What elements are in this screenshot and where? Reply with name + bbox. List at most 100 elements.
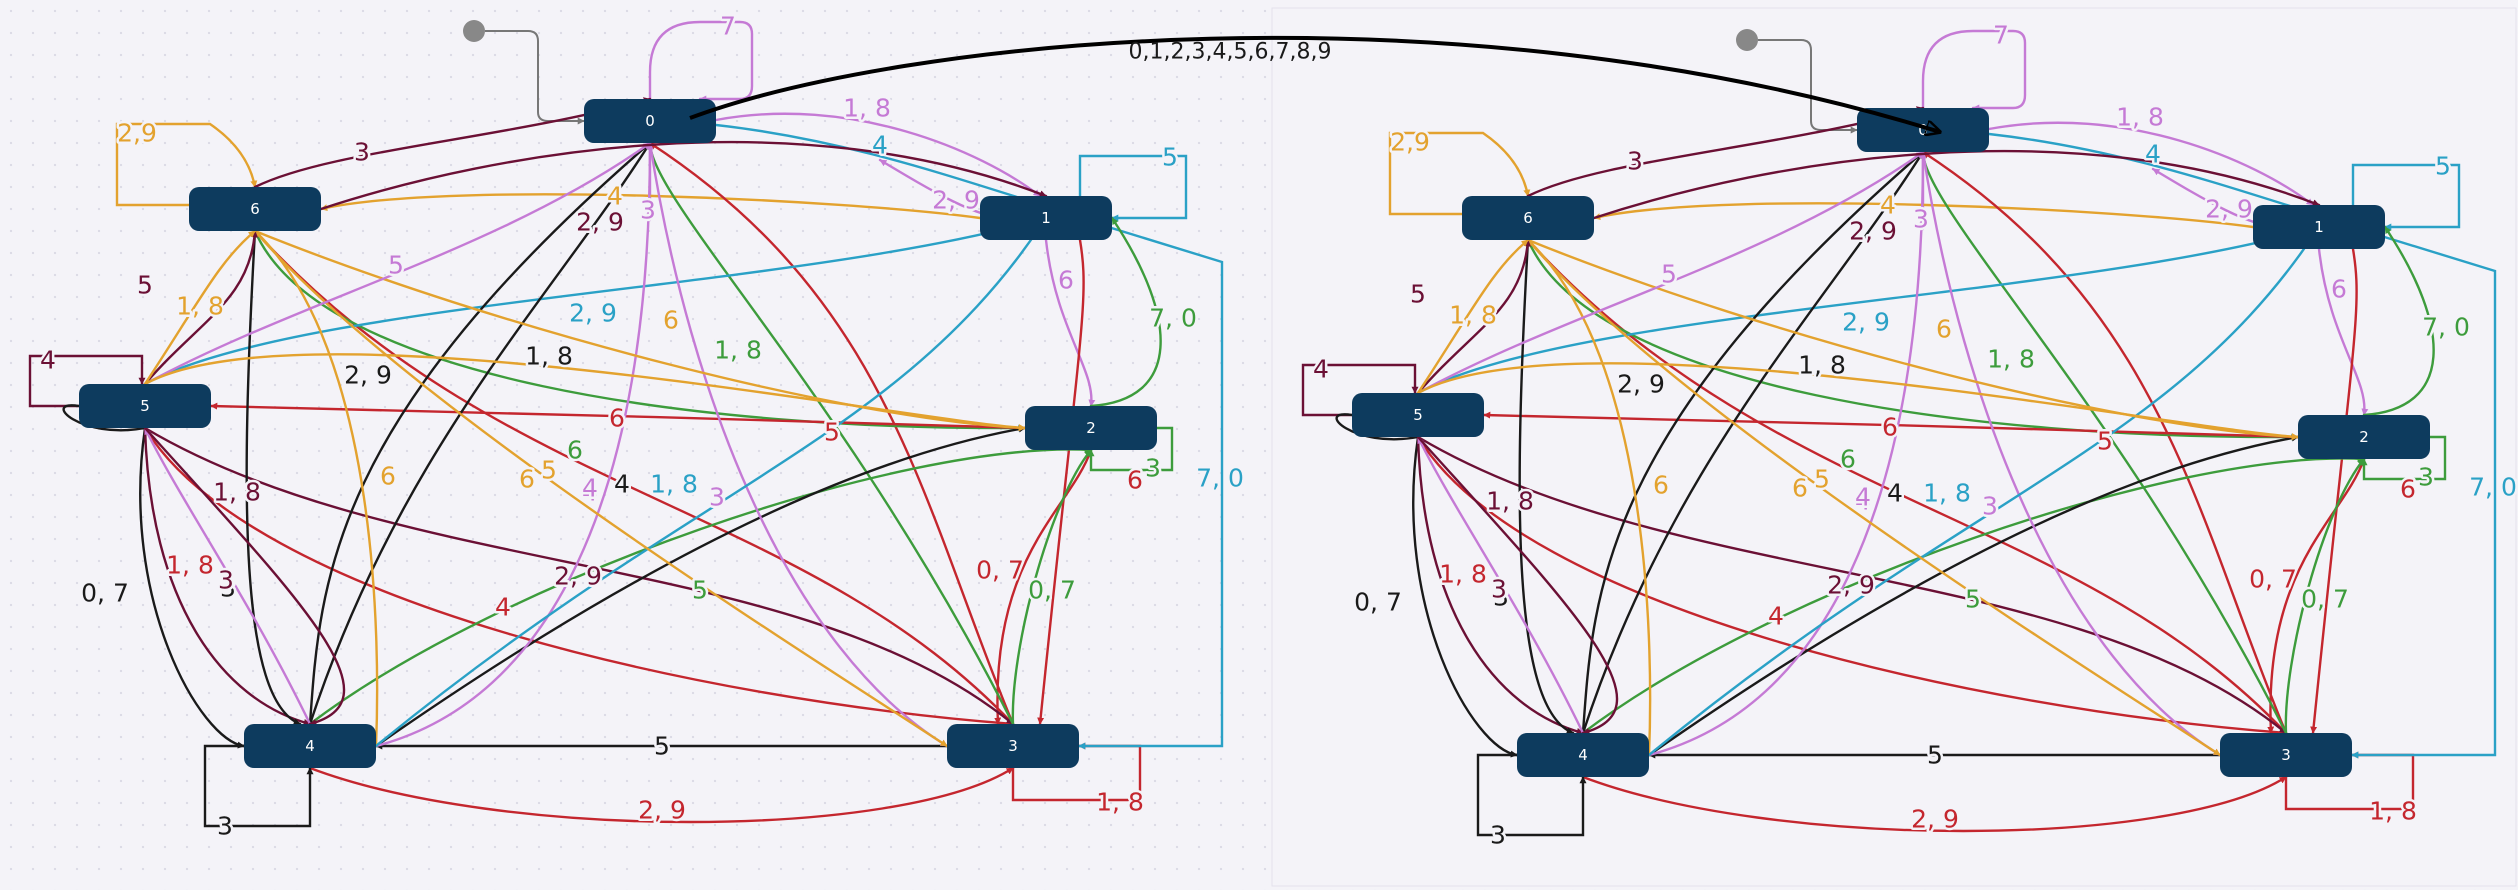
left-transition-14[interactable] bbox=[308, 766, 1015, 824]
left-transition-10[interactable] bbox=[1037, 238, 1085, 726]
right-transition-1[interactable] bbox=[1987, 121, 2315, 207]
right-transition-4[interactable] bbox=[2317, 247, 2369, 417]
left-transition-42[interactable] bbox=[143, 141, 652, 386]
right-transition-10[interactable] bbox=[2310, 247, 2358, 735]
left-transition-33[interactable] bbox=[253, 229, 379, 748]
left-state-1[interactable]: 1 bbox=[980, 196, 1112, 240]
left-transition-47[interactable] bbox=[319, 140, 1048, 211]
right-transition-3[interactable] bbox=[2351, 163, 2461, 231]
left-transition-23[interactable] bbox=[1011, 448, 1093, 726]
right-state-3[interactable]: 3 bbox=[2220, 733, 2352, 777]
left-state-0[interactable]: 0 bbox=[584, 99, 716, 143]
left-transition-0[interactable] bbox=[648, 20, 754, 103]
right-transition-31[interactable] bbox=[1518, 238, 1575, 735]
right-state-4[interactable]: 4 bbox=[1517, 733, 1649, 777]
left-transition-4[interactable] bbox=[1044, 238, 1096, 408]
right-state-6[interactable]: 6 bbox=[1462, 196, 1594, 240]
right-transition-11[interactable] bbox=[1921, 150, 2288, 735]
right-transition-38[interactable] bbox=[1416, 435, 1585, 735]
left-transition-25[interactable] bbox=[209, 402, 1027, 430]
right-transition-26[interactable] bbox=[2362, 225, 2435, 417]
left-transition-9[interactable] bbox=[994, 448, 1093, 726]
left-transition-11[interactable] bbox=[648, 141, 1015, 726]
right-transition-9[interactable] bbox=[2267, 457, 2366, 735]
right-state-5[interactable]: 5 bbox=[1352, 393, 1484, 437]
right-transition-33[interactable] bbox=[1526, 238, 1652, 757]
left-transition-34[interactable] bbox=[374, 141, 654, 748]
right-transition-24[interactable] bbox=[1647, 434, 2300, 757]
left-state-2[interactable]: 2 bbox=[1025, 406, 1157, 450]
left-state-5[interactable]: 5 bbox=[79, 384, 211, 428]
right-transition-22[interactable] bbox=[1581, 455, 2366, 735]
left-transition-48[interactable] bbox=[143, 229, 257, 386]
right-transition-40[interactable] bbox=[1526, 238, 2300, 441]
left-transition-39[interactable] bbox=[253, 229, 949, 748]
right-transition-23[interactable] bbox=[2284, 457, 2366, 735]
left-transition-20[interactable] bbox=[253, 229, 1027, 432]
right-state-2[interactable]: 2 bbox=[2298, 415, 2430, 459]
right-transition-7[interactable] bbox=[1388, 131, 1531, 216]
left-transition-22[interactable] bbox=[308, 446, 1093, 726]
connector-arrow[interactable] bbox=[689, 35, 1940, 132]
right-transition-32[interactable] bbox=[1581, 150, 1925, 735]
right-transition-25[interactable] bbox=[1482, 411, 2300, 439]
left-transition-30[interactable] bbox=[143, 426, 312, 726]
right-state-1[interactable]: 1 bbox=[2253, 205, 2385, 249]
left-transition-31[interactable] bbox=[245, 229, 302, 726]
right-transition-28[interactable] bbox=[1581, 150, 1925, 735]
left-transition-44[interactable] bbox=[62, 404, 147, 432]
left-transition-12[interactable] bbox=[253, 229, 1015, 726]
right-transition-44[interactable] bbox=[1335, 413, 1420, 441]
right-transition-12[interactable] bbox=[1526, 238, 2288, 735]
left-transition-41[interactable] bbox=[143, 229, 259, 386]
left-transition-1[interactable] bbox=[714, 112, 1042, 198]
left-transition-43[interactable] bbox=[28, 354, 146, 408]
left-transition-40[interactable] bbox=[253, 229, 1027, 432]
right-transition-45[interactable] bbox=[1416, 435, 1619, 735]
left-state-6[interactable]: 6 bbox=[189, 187, 321, 231]
left-transition-35[interactable] bbox=[648, 141, 949, 748]
left-transition-29[interactable] bbox=[139, 426, 246, 749]
right-transition-16[interactable] bbox=[1416, 435, 2288, 737]
left-transition-7[interactable] bbox=[115, 122, 258, 207]
left-transition-28[interactable] bbox=[308, 141, 652, 726]
left-transition-18[interactable] bbox=[1077, 216, 1224, 750]
left-transition-46[interactable] bbox=[143, 353, 1027, 432]
right-transition-19[interactable] bbox=[1919, 150, 2288, 735]
right-transition-17[interactable] bbox=[1416, 435, 2288, 735]
left-transition-45[interactable] bbox=[143, 426, 346, 726]
copy-connector[interactable]: 0,1,2,3,4,5,6,7,8,9 bbox=[689, 35, 1940, 132]
left-transition-3[interactable] bbox=[1078, 154, 1188, 222]
right-transition-39[interactable] bbox=[1526, 238, 2222, 757]
left-transition-38[interactable] bbox=[143, 426, 312, 726]
left-transition-21[interactable] bbox=[1087, 426, 1174, 472]
right-transition-27[interactable] bbox=[1416, 225, 2321, 395]
left-transition-17[interactable] bbox=[143, 426, 1015, 726]
right-transition-43[interactable] bbox=[1301, 363, 1419, 417]
right-transition-14[interactable] bbox=[1581, 775, 2288, 833]
right-transition-18[interactable] bbox=[2350, 225, 2497, 759]
right-transition-2[interactable] bbox=[1987, 132, 2321, 217]
right-transition-35[interactable] bbox=[1921, 150, 2222, 757]
right-transition-20[interactable] bbox=[1526, 238, 2300, 441]
right-transition-30[interactable] bbox=[1416, 435, 1585, 735]
left-transition-26[interactable] bbox=[1089, 216, 1162, 408]
right-transition-0[interactable] bbox=[1921, 29, 2027, 112]
right-transition-47[interactable] bbox=[1592, 149, 2321, 220]
left-transition-27[interactable] bbox=[143, 216, 1048, 386]
right-transition-41[interactable] bbox=[1416, 238, 1532, 395]
right-transition-42[interactable] bbox=[1416, 150, 1925, 395]
right-transition-48[interactable] bbox=[1416, 238, 1530, 395]
left-state-3[interactable]: 3 bbox=[947, 724, 1079, 768]
right-transition-34[interactable] bbox=[1647, 150, 1927, 757]
right-transition-37[interactable] bbox=[1476, 753, 1587, 837]
right-transition-46[interactable] bbox=[1416, 362, 2300, 441]
left-transition-19[interactable] bbox=[646, 141, 1015, 726]
left-transition-32[interactable] bbox=[308, 141, 652, 726]
right-transition-36[interactable] bbox=[1647, 225, 2321, 757]
left-transition-37[interactable] bbox=[203, 744, 314, 828]
left-transition-16[interactable] bbox=[143, 426, 1015, 728]
left-transition-36[interactable] bbox=[374, 216, 1048, 748]
right-transition-21[interactable] bbox=[2360, 435, 2447, 481]
left-state-4[interactable]: 4 bbox=[244, 724, 376, 768]
